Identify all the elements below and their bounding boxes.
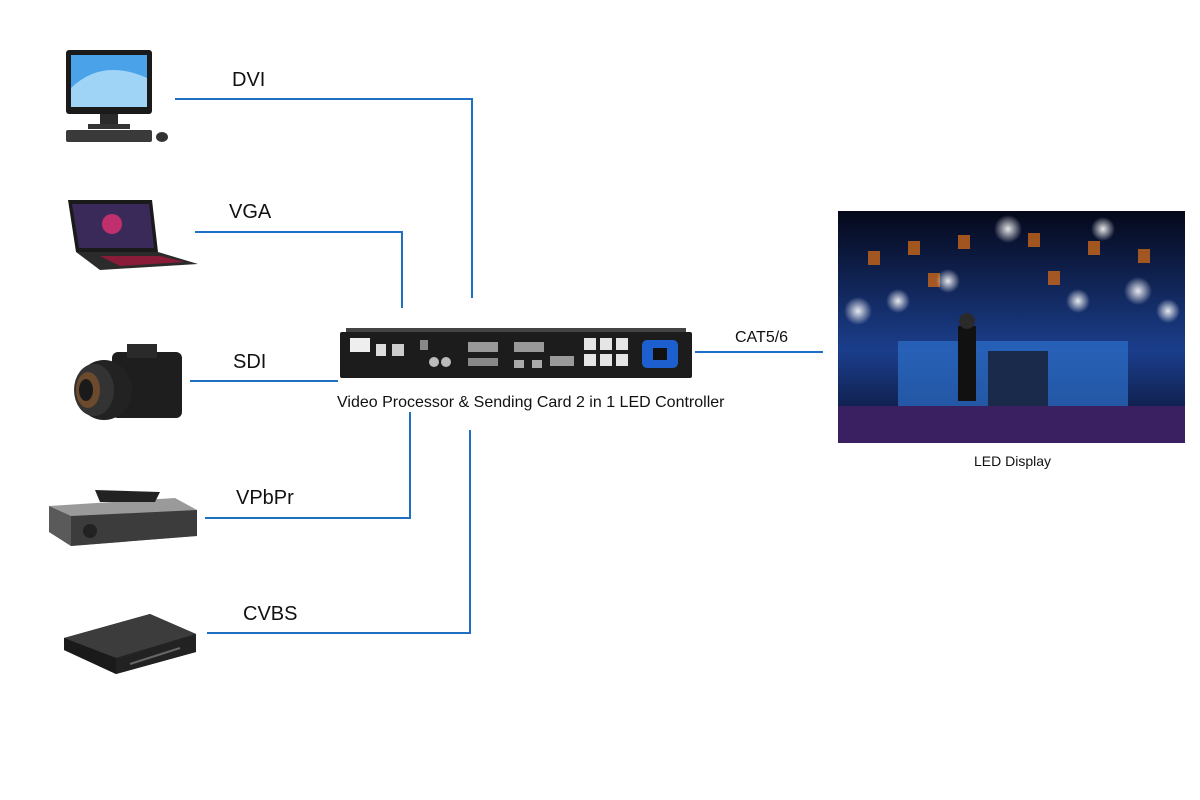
led-controller-icon (340, 328, 692, 378)
desktop-computer-icon (66, 50, 168, 142)
vga-line (195, 231, 403, 308)
vga-label: VGA (229, 201, 272, 223)
cvbs-line (207, 430, 471, 634)
controller-caption: Video Processor & Sending Card 2 in 1 LE… (337, 394, 725, 411)
set-top-box-icon (49, 490, 197, 546)
vpbpr-line (205, 412, 411, 519)
dvi-line (175, 98, 473, 298)
dvi-label: DVI (232, 69, 266, 91)
dvd-player-icon (64, 614, 196, 674)
camera-icon (74, 344, 182, 420)
display-caption: LED Display (974, 453, 1052, 469)
led-display-icon (838, 211, 1185, 443)
cvbs-label: CVBS (243, 603, 298, 625)
cable-label: CAT5/6 (735, 329, 789, 346)
laptop-icon (68, 200, 198, 270)
sdi-label: SDI (233, 351, 267, 373)
vpbpr-label: VPbPr (236, 487, 294, 509)
